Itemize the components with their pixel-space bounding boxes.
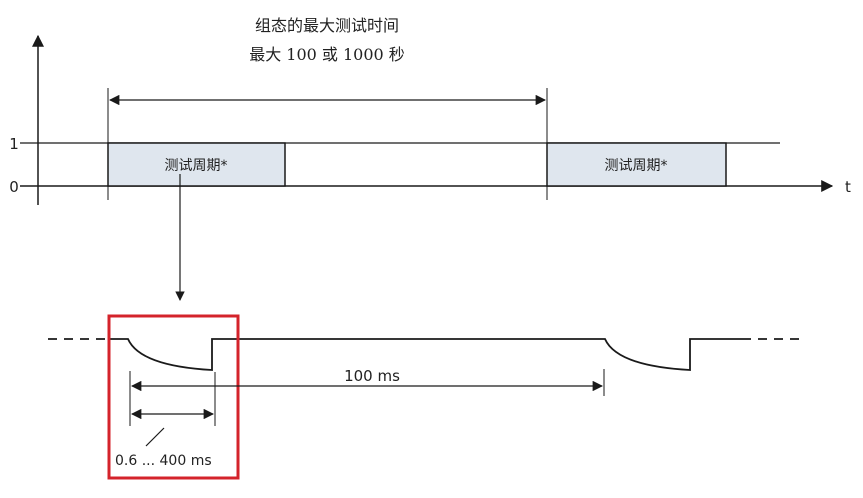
time-axis-label: t: [845, 178, 851, 196]
level-high-label: 1: [9, 135, 19, 153]
max-test-time-title: 组态的最大测试时间: [255, 16, 399, 35]
max-test-time-subtitle: 最大 100 或 1000 秒: [249, 45, 405, 64]
test-cycle-label-1: 测试周期*: [165, 158, 228, 174]
test-cycle-pulse-1: [107, 142, 286, 187]
pulse-width-leader: [145, 427, 165, 447]
test-cycle-label-2: 测试周期*: [605, 158, 668, 174]
pulse-width-label: 0.6 ... 400 ms: [115, 453, 212, 469]
period-label: 100 ms: [344, 367, 400, 385]
signal-waveform: [108, 338, 742, 371]
test-cycle-pulse-2: [546, 142, 727, 187]
level-low-label: 0: [9, 178, 19, 196]
test-pulse-highlight-box: [107, 314, 240, 480]
